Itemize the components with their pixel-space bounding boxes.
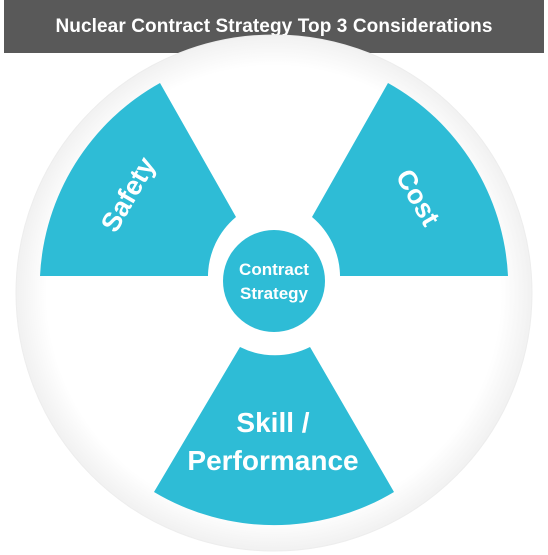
center-label-line1: Contract — [239, 260, 309, 279]
skill-label-line1: Skill / — [236, 407, 309, 438]
center-label-line2: Strategy — [240, 284, 309, 303]
skill-label-line2: Performance — [187, 445, 358, 476]
center-circle — [223, 230, 325, 332]
safety-blade — [40, 83, 236, 276]
skill-performance-blade — [154, 347, 394, 526]
cost-blade — [312, 83, 508, 276]
